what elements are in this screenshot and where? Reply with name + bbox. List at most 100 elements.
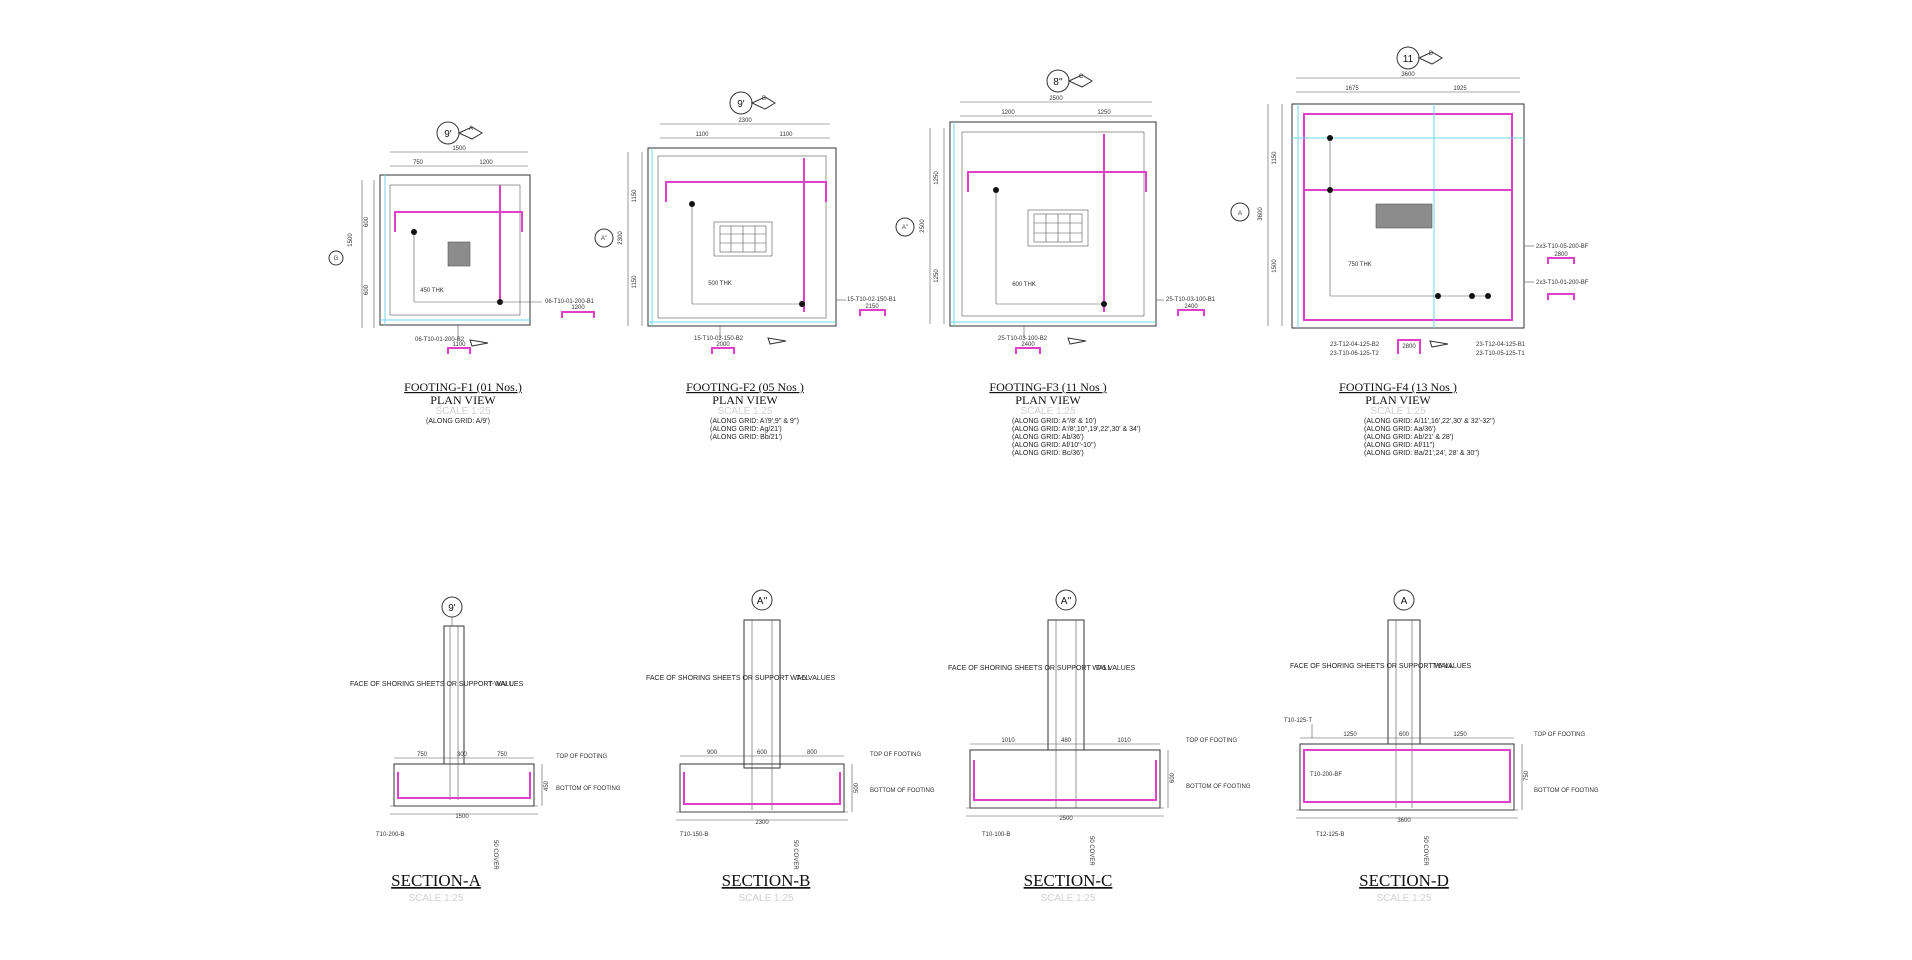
section-title: SECTION-D [1359, 871, 1449, 890]
section-tag: A [469, 126, 473, 132]
note-right: T- VALUES [488, 681, 524, 688]
svg-text:T10-100-B: T10-100-B [982, 832, 1010, 838]
svg-text:1150: 1150 [632, 189, 638, 203]
svg-text:D: D [1429, 51, 1434, 57]
plan-footing-f2: 9' B 2300 1100 1100 2300 1150 1150 A'' [594, 91, 897, 441]
svg-text:9': 9' [448, 603, 456, 614]
note-left: FACE OF SHORING SHEETS OR SUPPORT WALL [350, 681, 513, 688]
svg-text:T10-150-B: T10-150-B [680, 832, 708, 838]
svg-text:600: 600 [757, 750, 768, 756]
rebar-top [967, 171, 1147, 192]
svg-text:1250: 1250 [1453, 732, 1467, 738]
svg-text:500: 500 [854, 782, 860, 793]
svg-text:BOTTOM OF FOOTING: BOTTOM OF FOOTING [1186, 784, 1251, 790]
rebar-top [665, 181, 827, 202]
svg-text:1250: 1250 [1343, 732, 1357, 738]
section-scale: SCALE 1:25 [408, 893, 463, 904]
bottom-rebar [683, 772, 841, 805]
svg-text:1100: 1100 [696, 132, 710, 138]
svg-text:2800: 2800 [1402, 344, 1416, 350]
rebar-cage [1303, 749, 1511, 803]
svg-text:600: 600 [1170, 772, 1176, 783]
svg-text:2x3-T10-01-200-BF: 2x3-T10-01-200-BF [1536, 280, 1589, 286]
grid-bubble-left [1230, 202, 1250, 222]
svg-text:2800: 2800 [1554, 252, 1568, 258]
section-c: A'' FACE OF SHORING SHEETS OR SUPPORT WA… [948, 589, 1251, 904]
section-title: SECTION-B [722, 871, 811, 890]
section-b: A'' FACE OF SHORING SHEETS OR SUPPORT WA… [646, 589, 935, 904]
bottom-rebar [397, 772, 531, 799]
svg-text:(ALONG GRID: Ab/36'): (ALONG GRID: Ab/36') [1012, 434, 1084, 441]
svg-text:A'': A'' [1061, 596, 1072, 607]
dim-left: 750 [413, 160, 424, 166]
column [443, 625, 465, 765]
svg-text:(ALONG GRID: A/11',16',22',30': (ALONG GRID: A/11',16',22',30' & 32'-32'… [1364, 418, 1495, 425]
svg-text:(ALONG GRID: Ab/21' & 28'): (ALONG GRID: Ab/21' & 28') [1364, 434, 1453, 441]
dim-v1: 600 [364, 216, 370, 227]
grid-bubble [1055, 589, 1077, 611]
grid-label: 9' [444, 129, 452, 140]
section-marker [750, 96, 776, 110]
top-rebar-label: T10-125-T [1284, 718, 1312, 724]
plan-title: FOOTING-F2 (05 Nos ) [686, 380, 804, 394]
svg-text:1200: 1200 [571, 305, 585, 311]
grid-bubble [751, 589, 773, 611]
svg-text:T12-125-B: T12-125-B [1316, 832, 1344, 838]
svg-text:1925: 1925 [1453, 86, 1467, 92]
svg-text:A'': A'' [757, 596, 768, 607]
svg-text:A'': A'' [902, 225, 908, 231]
svg-text:BOTTOM OF FOOTING: BOTTOM OF FOOTING [870, 788, 935, 794]
cover-label: 50 COVER [492, 840, 498, 870]
svg-text:900: 900 [707, 750, 718, 756]
svg-text:2400: 2400 [1184, 304, 1198, 310]
plan-subtitle: PLAN VIEW [712, 393, 778, 407]
bottom-of-footing: BOTTOM OF FOOTING [556, 786, 621, 792]
section-marker [1417, 51, 1443, 65]
column-rebar-detail [1027, 209, 1089, 247]
svg-text:(ALONG GRID: Af/10''-10''): (ALONG GRID: Af/10''-10'') [1012, 442, 1096, 449]
note-right: T-5 VALUES [1432, 663, 1471, 670]
plan-scale: SCALE 1:25 [435, 406, 490, 417]
section-title: SECTION-A [391, 871, 481, 890]
svg-text:300: 300 [457, 752, 468, 758]
svg-text:2400: 2400 [1021, 342, 1035, 348]
grid-bubble-left [895, 217, 915, 237]
rebar-bottom: 06-T10-01-200-B2 [415, 337, 465, 343]
svg-text:500 THK: 500 THK [708, 281, 732, 287]
svg-text:23-T12-04-125-B2: 23-T12-04-125-B2 [1330, 342, 1380, 348]
svg-text:BOTTOM OF FOOTING: BOTTOM OF FOOTING [1534, 788, 1599, 794]
svg-text:(ALONG GRID: Aa/36'): (ALONG GRID: Aa/36') [1364, 426, 1436, 433]
rebar-top [394, 211, 523, 232]
svg-text:15-T10-02-150-B2: 15-T10-02-150-B2 [694, 336, 744, 342]
plan-subtitle: PLAN VIEW [1365, 393, 1431, 407]
section-a: 9' FACE OF SHORING SHEETS OR SUPPORT WAL… [350, 596, 621, 904]
column-stub [447, 241, 471, 267]
svg-text:23-T10-05-125-T1: 23-T10-05-125-T1 [1476, 351, 1525, 357]
svg-text:(ALONG GRID: Bc/36'): (ALONG GRID: Bc/36') [1012, 450, 1084, 457]
svg-text:TOP OF FOOTING: TOP OF FOOTING [1534, 732, 1585, 738]
column-stub [1375, 203, 1433, 229]
svg-text:(ALONG GRID: Ag/21'): (ALONG GRID: Ag/21') [710, 426, 782, 433]
plan-subtitle: PLAN VIEW [1015, 393, 1081, 407]
thickness-label: 450 THK [420, 288, 444, 294]
svg-text:SCALE 1:25: SCALE 1:25 [717, 406, 772, 417]
svg-text:A: A [1238, 211, 1242, 217]
svg-text:B: B [762, 96, 766, 102]
section-title: SECTION-C [1024, 871, 1113, 890]
plan-title: FOOTING-F4 (13 Nos ) [1339, 380, 1457, 394]
svg-text:11: 11 [1403, 54, 1414, 65]
svg-text:1250: 1250 [1097, 110, 1111, 116]
svg-text:25-T10-03-100-B1: 25-T10-03-100-B1 [1166, 297, 1216, 303]
rebar-right: 06-T10-01-200-B1 [545, 299, 595, 305]
svg-text:SCALE 1:25: SCALE 1:25 [1040, 893, 1095, 904]
svg-text:1150: 1150 [632, 275, 638, 289]
svg-text:TOP OF FOOTING: TOP OF FOOTING [1186, 738, 1237, 744]
grid-left-label: G [334, 256, 339, 262]
footing-outline [949, 121, 1157, 327]
grid-bubble-left [594, 228, 614, 248]
grid-bubble-left [328, 250, 344, 266]
section-d: A FACE OF SHORING SHEETS OR SUPPORT WALL… [1284, 589, 1599, 904]
svg-text:9': 9' [737, 99, 745, 110]
svg-text:600 THK: 600 THK [1012, 282, 1036, 288]
svg-text:SCALE 1:25: SCALE 1:25 [738, 893, 793, 904]
